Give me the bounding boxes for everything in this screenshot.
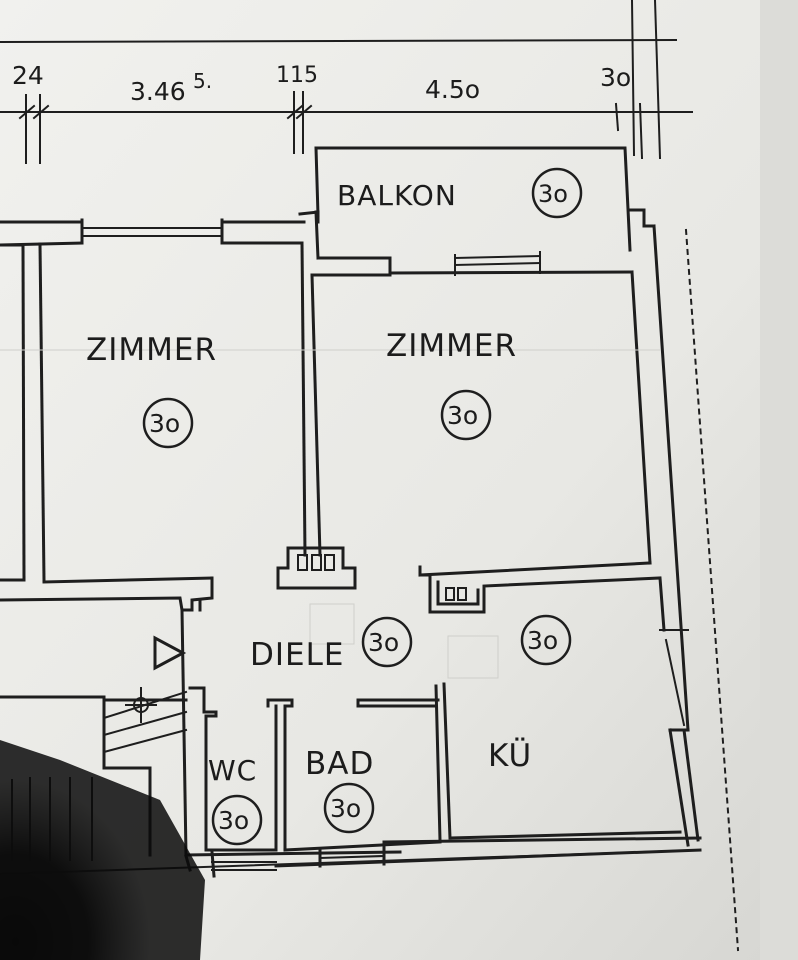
chimney-block [276, 546, 357, 590]
balcony-outline [314, 146, 632, 276]
dashed-outline [684, 228, 740, 952]
zimmer2-bottom-wall [418, 561, 666, 632]
room-label-bad: BAD [305, 746, 374, 782]
room-label-zimmer2: ZIMMER [386, 328, 517, 364]
room-code-balkon: 3o [538, 180, 568, 208]
dim-24: 24 [12, 61, 44, 90]
dimension-line [0, 91, 693, 164]
room-code-kueche: 3o [527, 626, 558, 655]
dim-30: 3o [600, 63, 631, 92]
left-wall [0, 242, 46, 582]
faint-grid [0, 349, 660, 679]
code-circle-zimmer2 [440, 389, 492, 441]
code-circle-balkon [531, 167, 583, 219]
room-label-balkon: BALKON [337, 179, 457, 212]
dim-3465-sup: 5. [193, 69, 212, 93]
room-label-zimmer1: ZIMMER [86, 332, 217, 368]
right-edge-shadow [760, 0, 798, 960]
code-circle-kueche [520, 614, 572, 666]
code-circle-zimmer1 [142, 397, 194, 449]
code-circle-bad [323, 782, 375, 834]
room-label-kueche: KÜ [488, 737, 532, 774]
room-code-diele: 3o [368, 628, 399, 657]
photo-shadow-core [0, 740, 205, 960]
top-wall [0, 210, 320, 247]
top-outline [0, 0, 678, 160]
dim-3465: 3.46 [130, 77, 186, 106]
partition-wall-zimmer [300, 241, 634, 557]
code-circle-diele [361, 616, 413, 668]
room-code-bad: 3o [330, 794, 361, 823]
room-code-zimmer2: 3o [447, 401, 478, 430]
dim-115: 115 [276, 63, 318, 88]
room-code-zimmer1: 3o [149, 409, 180, 438]
right-wall [628, 208, 700, 847]
dim-450: 4.5o [425, 75, 480, 104]
